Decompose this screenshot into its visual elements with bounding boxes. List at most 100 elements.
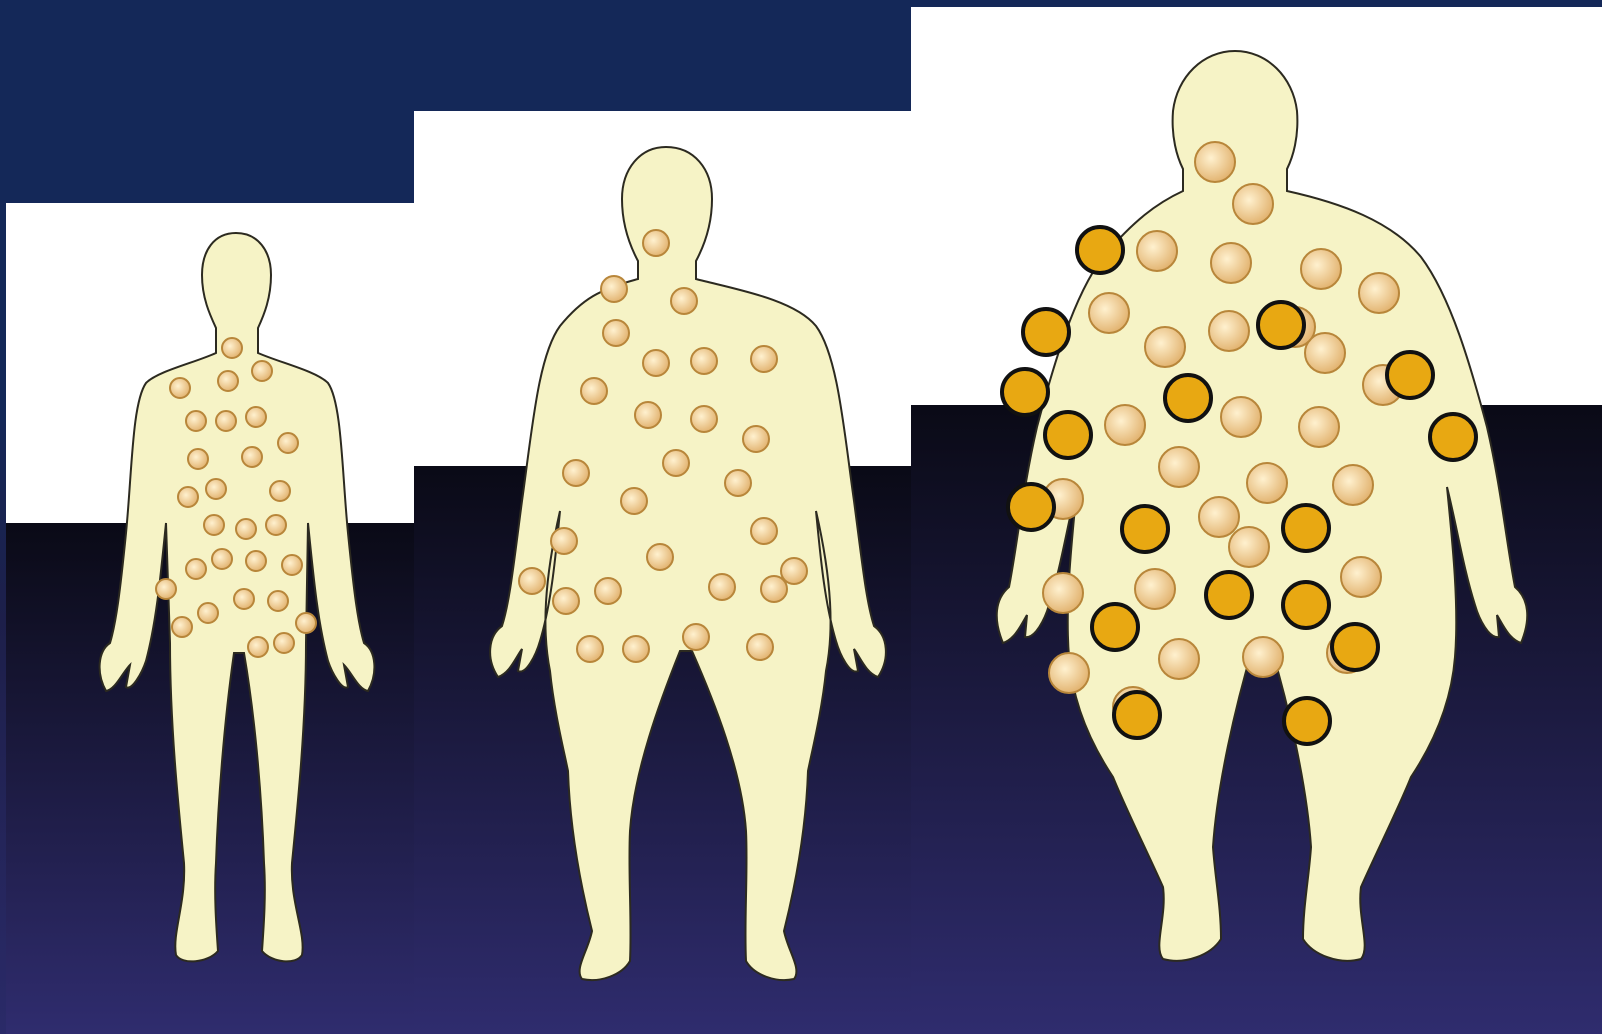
normal-fat-cell xyxy=(643,350,669,376)
enlarged-fat-cell xyxy=(1002,369,1048,415)
enlarged-fat-cell xyxy=(1092,604,1138,650)
panel-obese-scene xyxy=(911,7,1602,1034)
normal-fat-cell xyxy=(1145,327,1185,367)
normal-fat-cell xyxy=(186,559,206,579)
enlarged-fat-cell xyxy=(1283,505,1329,551)
normal-fat-cell xyxy=(1233,184,1273,224)
normal-fat-cell xyxy=(1089,293,1129,333)
normal-fat-cell xyxy=(647,544,673,570)
enlarged-fat-cell xyxy=(1387,352,1433,398)
normal-fat-cell xyxy=(1159,447,1199,487)
normal-fat-cell xyxy=(156,579,176,599)
normal-fat-cell xyxy=(212,549,232,569)
normal-fat-cell xyxy=(242,447,262,467)
normal-fat-cell xyxy=(1135,569,1175,609)
enlarged-fat-cell xyxy=(1008,484,1054,530)
normal-fat-cell xyxy=(1211,243,1251,283)
panel-overweight xyxy=(414,111,912,1034)
normal-fat-cell xyxy=(198,603,218,623)
enlarged-fat-cell xyxy=(1077,227,1123,273)
normal-fat-cell xyxy=(595,578,621,604)
normal-fat-cell xyxy=(1199,497,1239,537)
normal-fat-cell xyxy=(1247,463,1287,503)
normal-fat-cell xyxy=(296,613,316,633)
enlarged-fat-cell xyxy=(1165,375,1211,421)
normal-fat-cell xyxy=(663,450,689,476)
normal-fat-cell xyxy=(577,636,603,662)
panel-lean xyxy=(6,203,416,1034)
normal-fat-cell xyxy=(671,288,697,314)
normal-fat-cell xyxy=(551,528,577,554)
normal-fat-cell xyxy=(1105,405,1145,445)
normal-fat-cell xyxy=(751,518,777,544)
normal-fat-cell xyxy=(234,589,254,609)
normal-fat-cell xyxy=(1137,231,1177,271)
normal-fat-cell xyxy=(204,515,224,535)
normal-fat-cell xyxy=(178,487,198,507)
normal-fat-cell xyxy=(274,633,294,653)
panel-overweight-scene xyxy=(414,111,912,1034)
normal-fat-cell xyxy=(278,433,298,453)
normal-fat-cell xyxy=(270,481,290,501)
normal-fat-cell xyxy=(1159,639,1199,679)
normal-fat-cell xyxy=(1301,249,1341,289)
normal-fat-cell xyxy=(761,576,787,602)
enlarged-fat-cell xyxy=(1430,414,1476,460)
normal-fat-cell xyxy=(621,488,647,514)
normal-fat-cell xyxy=(1049,653,1089,693)
normal-fat-cell xyxy=(1221,397,1261,437)
enlarged-fat-cell xyxy=(1332,624,1378,670)
enlarged-fat-cell xyxy=(1114,692,1160,738)
normal-fat-cell xyxy=(216,411,236,431)
normal-fat-cell xyxy=(581,378,607,404)
normal-fat-cell xyxy=(743,426,769,452)
normal-fat-cell xyxy=(188,449,208,469)
enlarged-fat-cell xyxy=(1283,582,1329,628)
enlarged-fat-cell xyxy=(1122,506,1168,552)
normal-fat-cell xyxy=(563,460,589,486)
enlarged-fat-cell xyxy=(1206,572,1252,618)
normal-fat-cell xyxy=(1195,142,1235,182)
normal-fat-cell xyxy=(170,378,190,398)
normal-fat-cell xyxy=(1209,311,1249,351)
normal-fat-cell xyxy=(781,558,807,584)
normal-fat-cell xyxy=(1043,573,1083,613)
normal-fat-cell xyxy=(1333,465,1373,505)
normal-fat-cell xyxy=(282,555,302,575)
normal-fat-cell xyxy=(643,230,669,256)
normal-fat-cell xyxy=(268,591,288,611)
normal-fat-cell xyxy=(218,371,238,391)
enlarged-fat-cell xyxy=(1284,698,1330,744)
enlarged-fat-cell xyxy=(1045,412,1091,458)
normal-fat-cell xyxy=(635,402,661,428)
normal-fat-cell xyxy=(248,637,268,657)
normal-fat-cell xyxy=(1299,407,1339,447)
normal-fat-cell xyxy=(222,338,242,358)
normal-fat-cell xyxy=(709,574,735,600)
enlarged-fat-cell xyxy=(1023,309,1069,355)
normal-fat-cell xyxy=(1341,557,1381,597)
normal-fat-cell xyxy=(601,276,627,302)
normal-fat-cell xyxy=(603,320,629,346)
panel-lean-scene xyxy=(6,203,416,1034)
normal-fat-cell xyxy=(172,617,192,637)
panel-obese xyxy=(911,7,1602,1034)
normal-fat-cell xyxy=(186,411,206,431)
normal-fat-cell xyxy=(266,515,286,535)
normal-fat-cell xyxy=(206,479,226,499)
normal-fat-cell xyxy=(623,636,649,662)
enlarged-fat-cell xyxy=(1258,302,1304,348)
normal-fat-cell xyxy=(246,407,266,427)
normal-fat-cell xyxy=(747,634,773,660)
normal-fat-cell xyxy=(519,568,545,594)
normal-fat-cell xyxy=(1243,637,1283,677)
normal-fat-cell xyxy=(691,406,717,432)
normal-fat-cell xyxy=(1359,273,1399,313)
normal-fat-cell xyxy=(246,551,266,571)
normal-fat-cell xyxy=(236,519,256,539)
normal-fat-cell xyxy=(751,346,777,372)
normal-fat-cell xyxy=(1229,527,1269,567)
normal-fat-cell xyxy=(553,588,579,614)
normal-fat-cell xyxy=(725,470,751,496)
